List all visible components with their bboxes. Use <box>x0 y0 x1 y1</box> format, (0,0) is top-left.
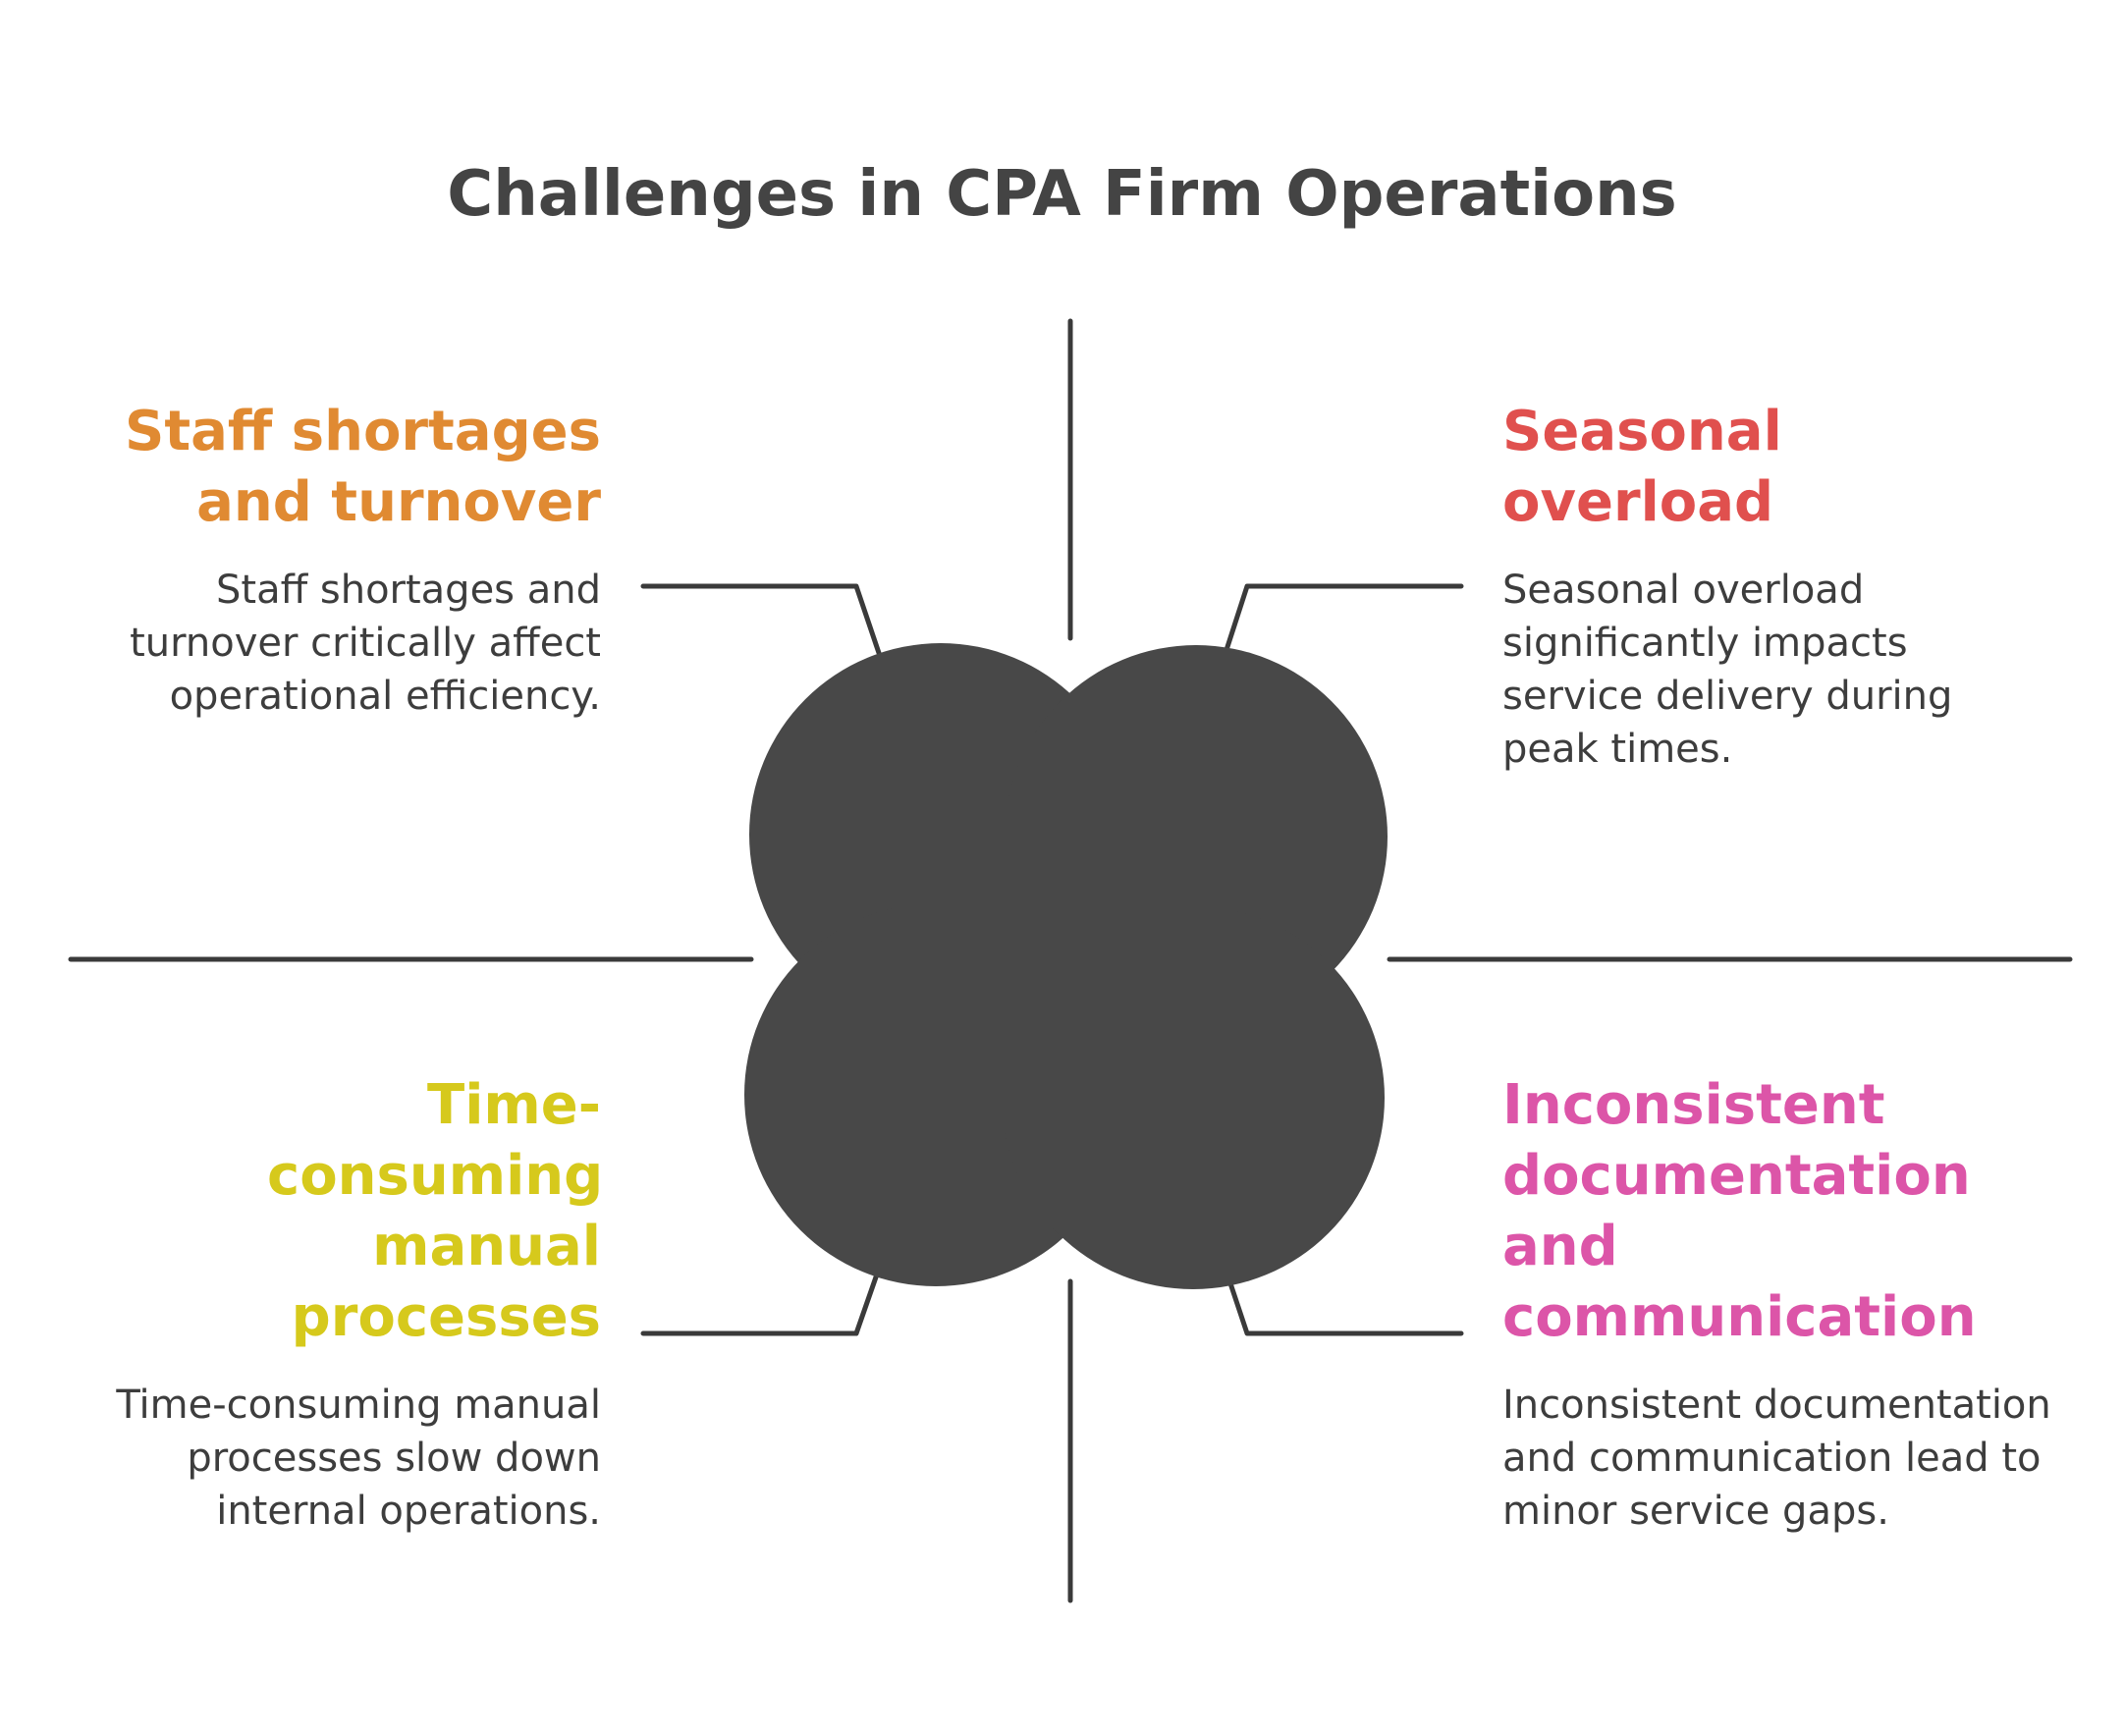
quadrant-description: Inconsistent documentation and communica… <box>1502 1383 2051 1534</box>
center-fill <box>938 835 1195 1098</box>
quadrant-description: Seasonal overload significantly impacts … <box>1502 568 1953 772</box>
connector-top-right <box>1223 583 1464 656</box>
connector-bottom-left <box>640 1266 882 1336</box>
center-shape <box>744 643 1388 1289</box>
quadrant-heading: Seasonal overload <box>1502 400 1782 534</box>
quadrant-heading: Inconsistent documentation and communica… <box>1502 1073 1977 1349</box>
quadrant-description: Time-consuming manual processes slow dow… <box>116 1383 601 1534</box>
quadrant-staff-shortages: Staff shortages and turnover Staff short… <box>51 397 601 723</box>
quadrant-heading: Staff shortages and turnover <box>125 400 601 534</box>
quadrant-heading: Time-consuming manual processes <box>267 1073 604 1349</box>
quadrant-description: Staff shortages and turnover critically … <box>130 568 601 719</box>
quadrant-inconsistent-documentation: Inconsistent documentation and communica… <box>1502 1070 2072 1538</box>
quadrant-seasonal-overload: Seasonal overload Seasonal overload sign… <box>1502 397 2052 776</box>
connector-top-left <box>640 583 882 656</box>
quadrant-manual-processes: Time-consuming manual processes Time-con… <box>51 1070 604 1538</box>
page-title: Challenges in CPA Firm Operations <box>447 158 1677 231</box>
connector-bottom-right <box>1223 1266 1464 1336</box>
